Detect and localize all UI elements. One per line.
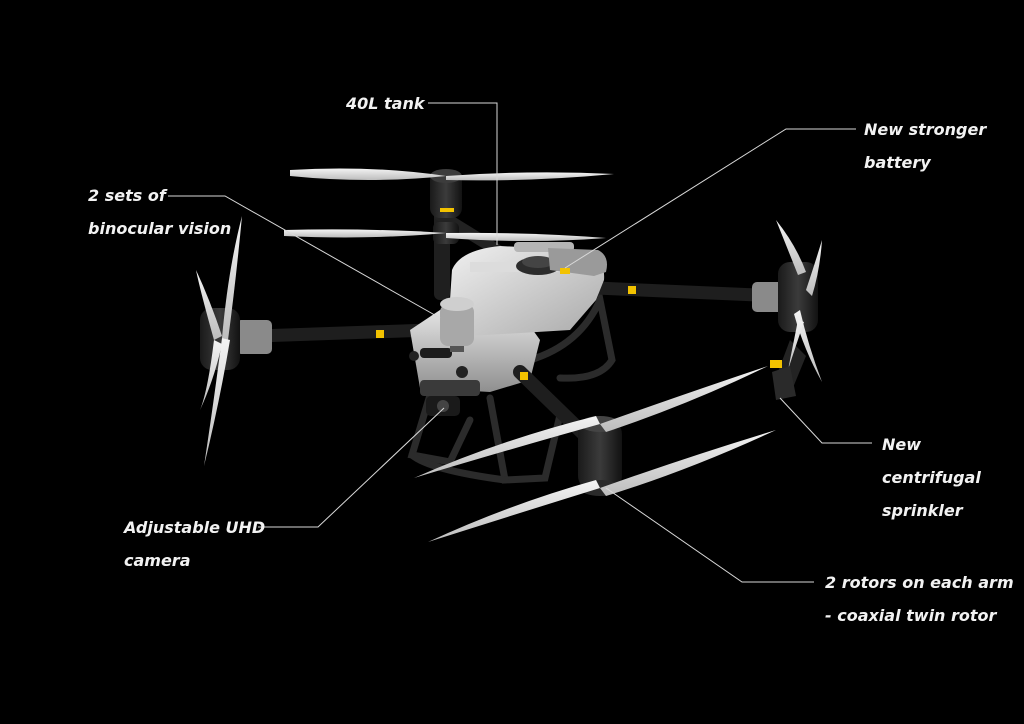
left-propellers	[196, 216, 242, 466]
right-propellers	[776, 220, 822, 382]
front-right-propellers	[414, 366, 776, 542]
vision-sensor	[440, 297, 474, 352]
left-arm	[200, 308, 437, 370]
label-battery: New stronger battery	[864, 113, 986, 179]
rear-left-propellers	[284, 168, 614, 241]
leader-line-rotors	[605, 487, 814, 583]
label-sprinkler-line-2: centrifugal	[882, 468, 981, 487]
label-rotors: 2 rotors on each arm - coaxial twin roto…	[825, 566, 1014, 632]
battery	[548, 248, 607, 276]
right-arm	[589, 262, 818, 395]
leader-line-sprinkler	[779, 397, 872, 444]
label-battery-line-2: battery	[864, 153, 931, 172]
label-vision-line-1: 2 sets of	[88, 186, 166, 205]
leader-line-vision	[168, 195, 441, 319]
label-camera-line-1: Adjustable UHD	[124, 518, 266, 537]
label-tank: 40L tank	[346, 87, 425, 120]
label-camera: Adjustable UHD camera	[124, 511, 265, 577]
label-sprinkler-line-1: New	[882, 435, 922, 454]
leader-lines	[168, 102, 872, 583]
label-tank-line-1: 40L tank	[346, 94, 425, 113]
label-vision-line-2: binocular vision	[88, 219, 232, 238]
label-camera-line-2: camera	[124, 551, 191, 570]
label-rotors-line-1: 2 rotors on each arm	[825, 573, 1014, 592]
label-rotors-line-2: - coaxial twin rotor	[825, 606, 997, 625]
label-battery-line-1: New stronger	[864, 120, 987, 139]
leader-line-camera	[258, 407, 445, 528]
leader-line-tank	[428, 102, 498, 245]
label-vision: 2 sets of binocular vision	[88, 179, 231, 245]
leader-line-battery	[564, 128, 856, 269]
label-sprinkler-line-3: sprinkler	[882, 501, 963, 520]
label-sprinkler: New centrifugal sprinkler	[882, 428, 981, 527]
sprinkler	[770, 360, 796, 400]
